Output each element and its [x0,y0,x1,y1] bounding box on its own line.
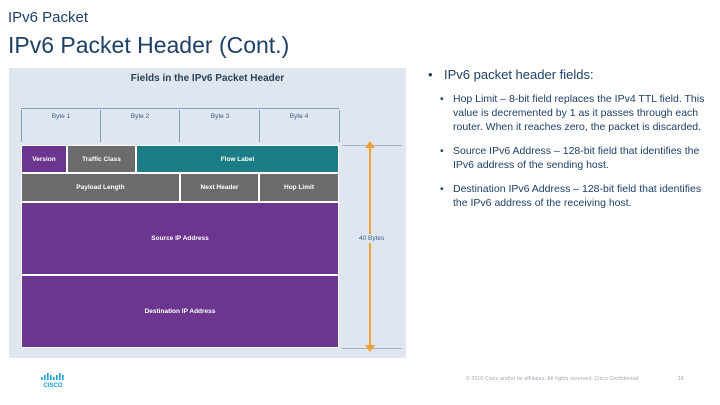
arrow-up-icon [365,141,375,148]
bullet-dot-icon: • [440,145,444,157]
sub-bullet-text: Destination IPv6 Address – 128-bit field… [453,183,702,209]
byte-bracket [21,110,22,142]
traffic-class-field: Traffic Class [67,145,136,173]
footer-copyright: © 2016 Cisco and/or its affiliates. All … [466,376,639,382]
byte-bracket [339,110,340,142]
page-number: 18 [678,376,684,382]
header-size-label: 40 Bytes [359,234,385,243]
byte-bracket [259,110,260,142]
size-arrow-line [369,145,371,347]
sub-bullet-text: Source IPv6 Address – 128-bit field that… [453,145,700,171]
byte-label-4: Byte 4 [289,113,309,120]
diagram-heading: Fields in the IPv6 Packet Header [130,73,285,84]
cisco-logo-icon: CISCO [41,373,64,388]
sub-bullet-text: Hop Limit – 8-bit field replaces the IPv… [453,93,705,133]
sub-bullet-hop-limit: • Hop Limit – 8-bit field replaces the I… [440,92,713,134]
byte-scale-line [21,108,339,109]
section-title: IPv6 Packet [8,9,89,26]
arrow-down-icon [365,345,375,352]
bullet-list: IPv6 packet header fields: • Hop Limit –… [428,67,713,220]
svg-text:CISCO: CISCO [43,383,62,388]
version-field: Version [21,145,67,173]
hop-limit-field: Hop Limit [259,173,339,202]
source-ip-address-field: Source IP Address [21,202,339,275]
sub-bullet-source: • Source IPv6 Address – 128-bit field th… [440,144,713,172]
bullet-dot-icon: • [440,93,444,105]
byte-bracket [100,110,101,142]
bullet-dot-icon: • [440,183,444,195]
ipv6-header-diagram: Fields in the IPv6 Packet Header Byte 1 … [9,68,406,358]
slide-title: IPv6 Packet Header (Cont.) [8,32,290,58]
sub-bullet-destination: • Destination IPv6 Address – 128-bit fie… [440,182,713,210]
byte-label-3: Byte 3 [210,113,230,120]
flow-label-field: Flow Label [136,145,339,173]
byte-label-2: Byte 2 [130,113,150,120]
destination-ip-address-field: Destination IP Address [21,275,339,348]
main-bullet: IPv6 packet header fields: [428,67,713,82]
next-header-field: Next Header [180,173,259,202]
payload-length-field: Payload Length [21,173,180,202]
byte-label-1: Byte 1 [51,113,71,120]
byte-bracket [179,110,180,142]
